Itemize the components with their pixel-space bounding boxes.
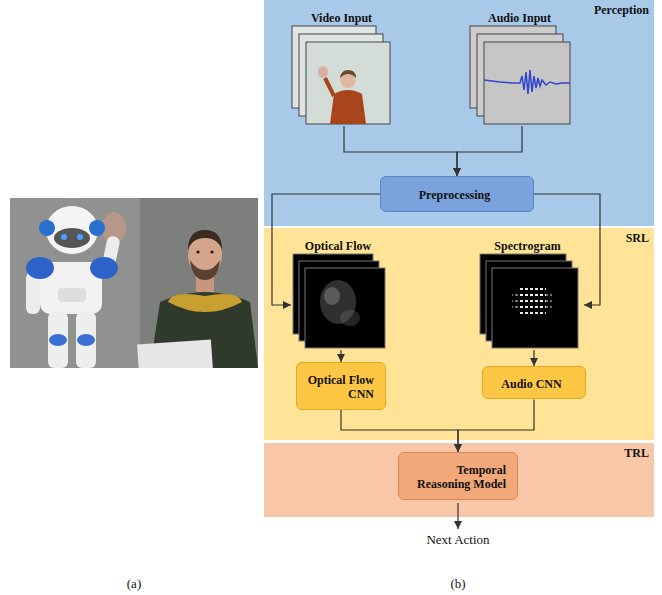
optical-flow-stack [293,254,385,348]
optical-flow-stack [305,268,385,348]
robot-photo [190,260,220,280]
robot-photo [58,288,86,302]
audio-frame-stack [470,26,570,124]
robot-photo [168,294,242,312]
flow-arrow [458,399,534,452]
robot-photo [89,220,105,236]
robot-photo [10,198,258,368]
output-arrow [457,503,458,529]
input-heading: Audio Input [466,8,578,25]
process-box: Preprocessing [380,176,534,212]
process-box: Temporal Reasoning Model [398,452,518,500]
video-frame-stack [292,26,390,124]
process-box: Audio CNN [482,366,586,399]
flow-arrow [272,194,380,305]
robot-photo [210,250,213,253]
optical-flow-stack [324,287,340,305]
flow-arrow [344,126,457,176]
robot-photo [10,198,258,368]
audio-frame-stack [484,42,570,124]
process-box: Optical Flow CNN [296,362,386,410]
output-label: Next Action [426,532,489,548]
video-frame-stack [318,66,328,78]
process-label: Temporal Reasoning Model [405,460,511,492]
audio-frame-stack [484,70,570,94]
robot-photo [49,334,67,346]
process-label: Preprocessing [419,185,496,202]
video-frame-stack [306,42,390,124]
robot-photo [188,230,222,250]
flow-arrow [533,350,534,366]
process-label: Optical Flow CNN [303,370,379,402]
robot-photo [26,257,54,279]
robot-photo [76,312,96,368]
stage-band: TRLTemporal Reasoning Model [264,443,654,517]
video-frame-stack [325,78,334,96]
robot-photo [196,250,199,253]
robot-photo [90,257,118,279]
video-frame-stack [340,70,356,78]
panel-label: (a) [127,576,141,592]
robot-photo [39,220,55,236]
flow-arrow [341,410,458,452]
flow-arrow [457,126,522,176]
optical-flow-stack [340,310,360,326]
spectrogram-stack [480,254,578,348]
flow-arrow [340,350,341,362]
process-label: Audio CNN [501,374,566,391]
spectrogram-stack [512,290,552,308]
input-heading: Spectrogram [476,236,584,253]
robot-photo [137,339,213,368]
robot-photo [61,234,67,240]
robot-photo [48,312,68,368]
input-heading: Video Input [290,8,398,25]
robot-photo [77,234,83,240]
spectrogram-stack [492,268,578,348]
robot-photo [77,334,95,346]
input-heading: Optical Flow [291,236,390,253]
robot-photo [54,228,90,248]
flow-arrow [534,194,600,305]
robot-photo [10,198,140,368]
panel-label: (b) [450,576,465,592]
